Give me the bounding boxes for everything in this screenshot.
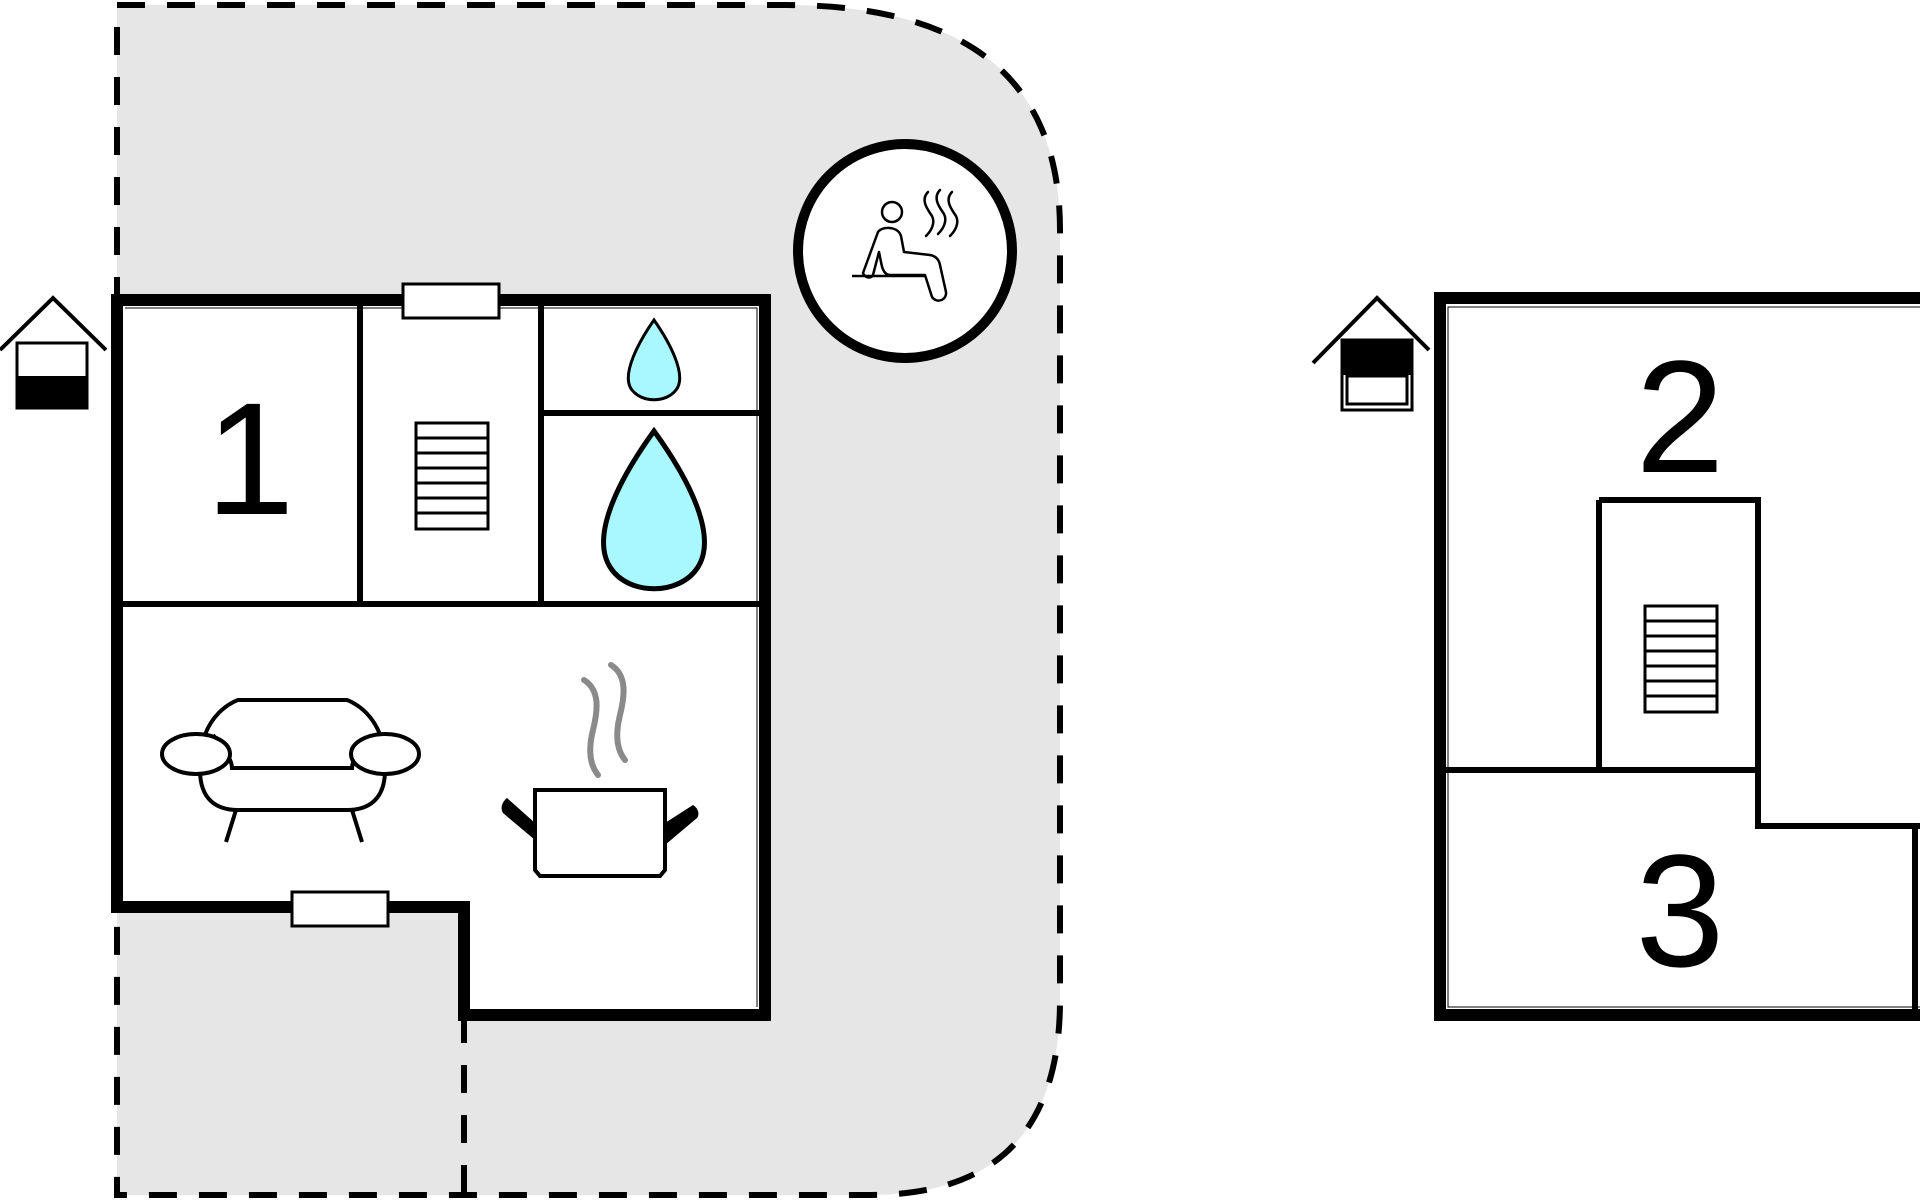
- room-label: 2: [1636, 327, 1725, 506]
- window-icon: [401, 282, 501, 320]
- room-label: 1: [206, 369, 295, 548]
- floor-2-plan: 2 3: [1311, 292, 1920, 1021]
- window-icon: [290, 890, 390, 928]
- stairs-icon: [414, 421, 490, 531]
- water-drop-small-icon: [626, 317, 682, 402]
- interior-walls: [1440, 497, 1920, 1015]
- outer-walls: [1434, 292, 1920, 1021]
- stairs-icon: [1643, 604, 1719, 714]
- room-label: 3: [1636, 821, 1725, 1000]
- floor-1-plan: 1: [0, 2, 1063, 1198]
- house-ground-floor-icon: [0, 295, 108, 410]
- water-drop-large-icon: [601, 426, 707, 592]
- terrace-border: [114, 2, 1063, 1198]
- cooking-pot-icon: [501, 662, 699, 878]
- outer-walls-inner: [125, 307, 758, 1007]
- sofa-icon: [160, 698, 421, 843]
- interior-walls: [117, 300, 765, 607]
- outer-walls: [111, 294, 771, 1021]
- house-upper-floor-icon: [1311, 295, 1431, 412]
- sauna-icon: [793, 139, 1017, 363]
- outer-walls-inner: [1447, 306, 1920, 1008]
